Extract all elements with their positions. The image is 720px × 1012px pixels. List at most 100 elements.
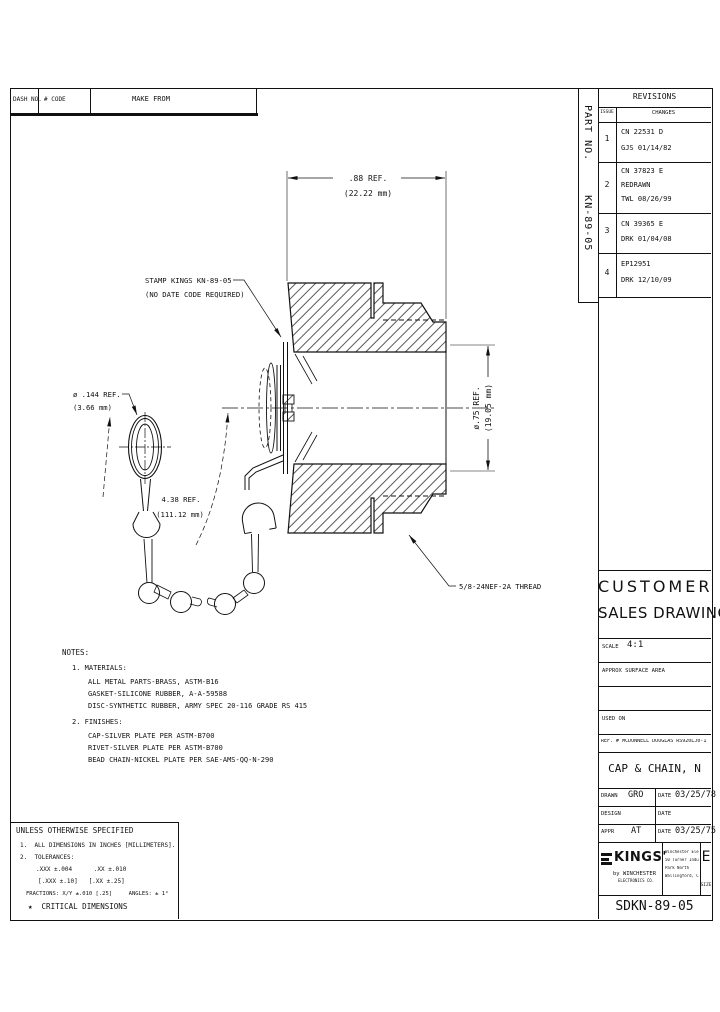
rev-row-2-line-1: CN 37823 E	[621, 167, 664, 175]
rev-line-e	[598, 253, 711, 254]
rev-line-a	[598, 107, 711, 108]
brand-by-line: by WINCHESTER	[613, 871, 657, 877]
size-label: SIZE	[700, 883, 712, 888]
stamp-leader	[233, 279, 282, 338]
bead-3	[214, 593, 236, 615]
tb-line-638	[598, 638, 711, 639]
tb-sign-divider	[655, 788, 656, 842]
lid-hidden-arc	[258, 367, 272, 449]
part-no-strip	[578, 88, 599, 303]
dim-dia-ext-lines	[450, 344, 495, 472]
rev-row-1-issue: 1	[604, 134, 610, 143]
brand-sub-line: ELECTRONICS CO.	[618, 878, 655, 883]
bead-2	[170, 591, 192, 613]
appr-value: AT	[631, 826, 642, 836]
top-table-divider-1	[38, 89, 39, 114]
code-header: # CODE	[44, 96, 66, 103]
dim-ring-label: ø .144 REF.	[73, 390, 121, 399]
rev-row-4-line-2: DRK 12/10/09	[621, 276, 672, 284]
rev-row-1-line-1: CN 22531 D	[621, 128, 664, 136]
drawing-number: SDKN-89-05	[615, 899, 694, 914]
spec-tol-line-2: [.XXX ±.10] [.XX ±.25]	[38, 878, 125, 885]
thread-note: 5/8-24NEF-2A THREAD	[459, 582, 541, 591]
tb-logo-divider-1	[662, 842, 663, 895]
notes-material-3: DISC-SYNTHETIC RUBBER, ARMY SPEC 20-116 …	[88, 702, 308, 710]
appr-date-value: 03/25/75	[675, 826, 716, 836]
address-line-1: Winchester Electronics	[665, 850, 699, 854]
design-label: DESIGN	[601, 811, 621, 817]
rev-issue-divider	[616, 107, 617, 297]
dim-ring-mm-label: (3.66 mm)	[73, 403, 112, 412]
tb-line-842	[598, 842, 711, 843]
right-column-divider	[598, 88, 599, 919]
spec-box-right	[178, 822, 179, 919]
spec-item-1: 1. ALL DIMENSIONS IN INCHES [MILLIMETERS…	[20, 842, 176, 849]
rev-row-3-line-2: DRK 01/04/08	[621, 235, 672, 243]
drawn-value: GRO	[628, 790, 644, 800]
drawn-date-value: 03/25/78	[675, 790, 716, 800]
bell-a-link	[143, 538, 153, 584]
spec-box-top	[10, 822, 178, 823]
drawn-date-label: DATE	[658, 793, 672, 799]
rev-row-4-line-1: EP12951	[621, 260, 651, 268]
spec-tol-line-1: .XXX ±.004 .XX ±.010	[36, 866, 127, 873]
stamp-note-line1: STAMP KINGS KN-89-05	[145, 276, 232, 285]
tb-line-806	[598, 806, 711, 807]
bead-stub-right	[206, 597, 218, 608]
thread-leader	[408, 534, 456, 587]
tb-line-710	[598, 710, 711, 711]
rev-issue-header: ISSUE	[600, 110, 614, 115]
tb-logo-divider-2	[700, 842, 701, 895]
rev-row-4-issue: 4	[604, 268, 610, 277]
rev-row-3-line-1: CN 39365 E	[621, 220, 664, 228]
dash-no-header: DASH NO.	[13, 96, 42, 103]
tb-line-662	[598, 662, 711, 663]
bore-chamfer-lines	[294, 353, 318, 463]
design-date-label: DATE	[658, 811, 672, 817]
doc-type-line1: CUSTOMER	[598, 577, 713, 596]
dim-width-label: .88 REF.	[349, 174, 388, 183]
part-title: CAP & CHAIN, N	[608, 762, 701, 775]
appr-date-label: DATE	[658, 829, 672, 835]
chain-dim-dashed-right	[195, 412, 230, 546]
ring-connector	[140, 478, 151, 512]
brand-name: KINGS'	[614, 850, 667, 865]
spec-title: UNLESS OTHERWISE SPECIFIED	[16, 826, 134, 835]
bead-link-1	[153, 584, 172, 600]
scale-label: SCALE	[602, 644, 619, 650]
scale-value: 4:1	[627, 640, 644, 650]
doc-type-line2: SALES DRAWING	[598, 604, 720, 622]
rev-row-1-line-2: GJS 01/14/82	[621, 144, 672, 152]
rev-line-f	[598, 297, 711, 298]
tb-line-824	[598, 824, 711, 825]
surface-area-label: APPROX SURFACE AREA	[602, 668, 665, 674]
stamp-note-line2: (NO DATE CODE REQUIRED)	[145, 290, 245, 299]
notes-finishes-header: 2. FINISHES:	[72, 718, 123, 726]
drawn-label: DRAWN	[601, 793, 618, 799]
dim-dia-mm-label: (19.05 mm)	[484, 384, 493, 432]
tb-line-570	[598, 570, 711, 571]
notes-material-1: ALL METAL PARTS-BRASS, ASTM-B16	[88, 678, 219, 686]
address-line-4: Wallingford, CT 06492	[665, 874, 699, 878]
tb-line-752	[598, 752, 711, 753]
bead-stub-left	[189, 596, 202, 607]
address-line-3: Park North	[665, 866, 690, 870]
appr-label: APPR	[601, 829, 615, 835]
make-from-header: MAKE FROM	[132, 95, 170, 103]
ring-leader	[122, 393, 138, 416]
cap-section-top	[287, 282, 447, 353]
tb-line-734	[598, 734, 711, 735]
rev-changes-header: CHANGES	[651, 110, 676, 116]
rev-row-2-line-3: TWL 08/26/99	[621, 195, 672, 203]
size-value: E	[701, 849, 711, 865]
rev-row-2-line-2: REDRAWN	[621, 181, 651, 189]
bell-b-link	[251, 533, 259, 573]
chain-bracket	[244, 454, 284, 490]
rev-line-b	[598, 122, 711, 123]
notes-title: NOTES:	[62, 648, 90, 657]
dim-chain-label: 4.38 REF.	[162, 495, 201, 504]
spec-item-2: 2. TOLERANCES:	[20, 854, 75, 861]
notes-finish-2: RIVET-SILVER PLATE PER ASTM-B700	[88, 744, 223, 752]
